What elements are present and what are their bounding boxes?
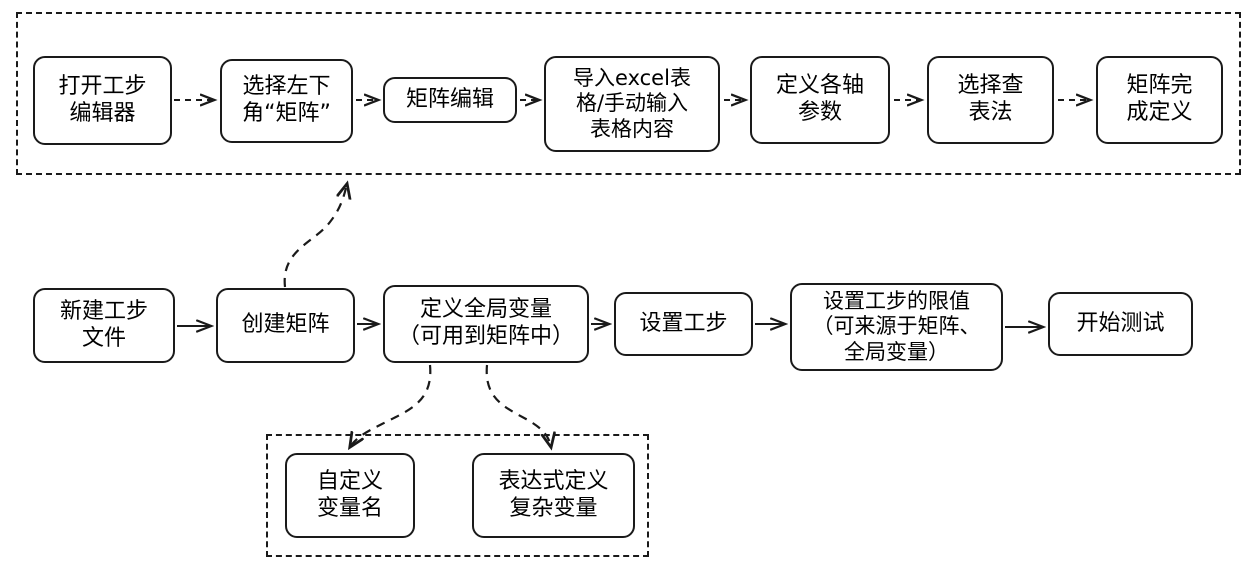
node-select-lookup-method[interactable]: 选择查 表法 — [927, 56, 1054, 144]
node-start-test[interactable]: 开始测试 — [1048, 292, 1193, 356]
group-variable-definition — [266, 434, 649, 557]
group-matrix-definition — [16, 12, 1241, 175]
node-new-step-file[interactable]: 新建工步 文件 — [33, 288, 175, 363]
node-create-matrix[interactable]: 创建矩阵 — [216, 288, 355, 363]
node-open-step-editor[interactable]: 打开工步 编辑器 — [33, 56, 172, 145]
node-expression-complex-var[interactable]: 表达式定义 复杂变量 — [472, 453, 635, 538]
node-custom-variable-name[interactable]: 自定义 变量名 — [285, 453, 415, 538]
node-select-matrix-corner[interactable]: 选择左下 角“矩阵” — [220, 59, 353, 143]
node-matrix-definition-done[interactable]: 矩阵完 成定义 — [1096, 56, 1223, 144]
node-import-excel[interactable]: 导入excel表 格/手动输入 表格内容 — [544, 56, 720, 152]
node-set-step-limits[interactable]: 设置工步的限值 （可来源于矩阵、 全局变量） — [790, 283, 1003, 371]
node-define-global-variable[interactable]: 定义全局变量 （可用到矩阵中） — [383, 285, 589, 363]
node-define-axis-params[interactable]: 定义各轴 参数 — [750, 56, 890, 144]
node-set-step[interactable]: 设置工步 — [614, 292, 753, 356]
connector-create-to-matrix-group — [283, 184, 347, 288]
node-matrix-edit[interactable]: 矩阵编辑 — [383, 77, 517, 123]
